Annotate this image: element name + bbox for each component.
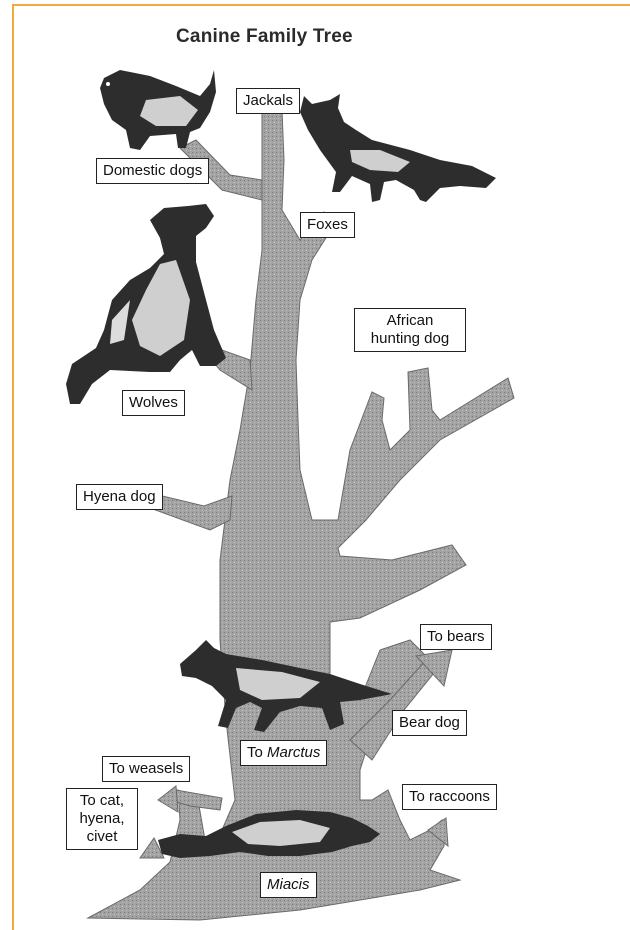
label-miacis: Miacis (260, 872, 317, 898)
label-to-cat: To cat, hyena, civet (66, 788, 138, 850)
label-to-marctus-prefix: To (247, 744, 263, 761)
label-to-weasels: To weasels (102, 756, 190, 782)
label-domestic-dogs: Domestic dogs (96, 158, 209, 184)
label-to-marctus-name: Marctus (267, 744, 320, 761)
arrow-to-weasels (158, 786, 178, 812)
label-jackals: Jackals (236, 88, 300, 114)
label-hyena-dog: Hyena dog (76, 484, 163, 510)
label-wolves: Wolves (122, 390, 185, 416)
label-to-bears: To bears (420, 624, 492, 650)
label-foxes: Foxes (300, 212, 355, 238)
label-bear-dog: Bear dog (392, 710, 467, 736)
label-to-marctus: To Marctus (240, 740, 327, 766)
label-african-hunting-dog: African hunting dog (354, 308, 466, 352)
label-to-raccoons: To raccoons (402, 784, 497, 810)
domestic-dog-illustration (100, 70, 216, 150)
fox-illustration (300, 94, 496, 202)
wolf-illustration (66, 204, 226, 404)
